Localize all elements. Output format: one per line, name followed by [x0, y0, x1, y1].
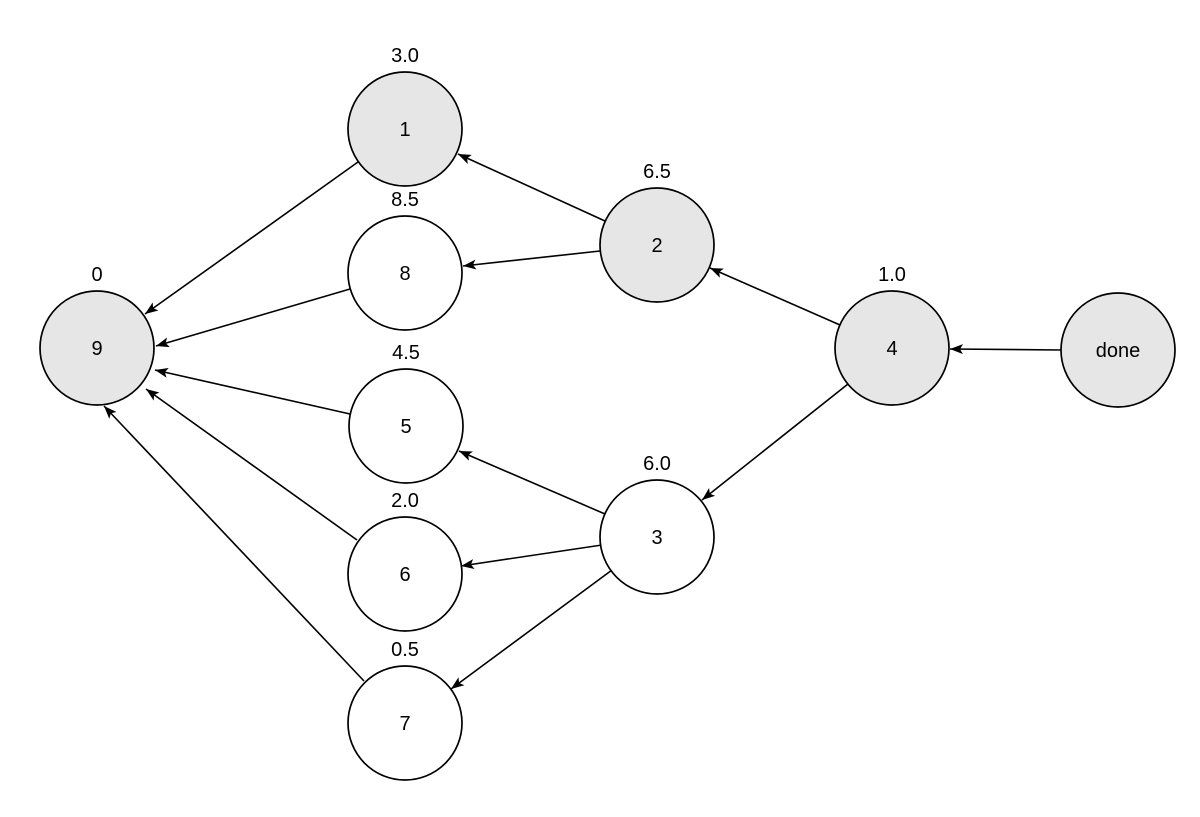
node-9: 90 [39, 264, 155, 406]
edge-4-to-3 [701, 383, 849, 501]
edge-2-to-8 [462, 250, 601, 270]
node-1-circle [347, 71, 463, 187]
node-2-value-label: 6.5 [643, 161, 671, 183]
edge-done-to-4 [949, 344, 1062, 355]
node-9-value-label: 0 [91, 264, 102, 286]
node-5-value-label: 4.5 [392, 342, 420, 364]
edge-7-to-9 [103, 405, 365, 682]
node-1-value-label: 3.0 [391, 45, 419, 67]
edge-3-to-6 [460, 544, 603, 570]
node-7-label: 7 [399, 713, 410, 735]
node-1-label: 1 [399, 119, 410, 141]
edge-4-to-2 [709, 267, 841, 326]
edge-1-to-9 [144, 161, 359, 315]
node-done: done [1060, 292, 1176, 408]
edge-3-to-5 [458, 450, 606, 515]
node-6-value-label: 2.0 [391, 490, 419, 512]
node-7: 70.5 [347, 639, 463, 781]
edge-6-to-9 [145, 388, 358, 541]
node-done-label: done [1096, 340, 1141, 362]
node-7-value-label: 0.5 [391, 639, 419, 661]
node-5: 54.5 [348, 342, 464, 484]
edge-5-to-9 [154, 367, 351, 415]
edge-3-to-7 [450, 569, 613, 690]
node-8-circle [347, 215, 463, 331]
node-6-label: 6 [399, 564, 410, 586]
node-5-label: 5 [400, 416, 411, 438]
node-done-circle [1060, 292, 1176, 408]
node-4-value-label: 1.0 [878, 264, 906, 286]
node-2-circle [599, 187, 715, 303]
node-1: 13.0 [347, 45, 463, 187]
edge-8-to-9 [155, 288, 351, 348]
node-6: 62.0 [347, 490, 463, 632]
node-2: 26.5 [599, 161, 715, 303]
edge-2-to-1 [457, 153, 606, 222]
node-3: 36.0 [599, 453, 715, 595]
node-9-circle [39, 290, 155, 406]
node-6-circle [347, 516, 463, 632]
node-8-label: 8 [399, 263, 410, 285]
node-2-label: 2 [651, 235, 662, 257]
node-4-circle [834, 290, 950, 406]
node-8-value-label: 8.5 [391, 189, 419, 211]
node-3-value-label: 6.0 [643, 453, 671, 475]
node-5-circle [348, 368, 464, 484]
node-4-label: 4 [886, 338, 897, 360]
node-8: 88.5 [347, 189, 463, 331]
node-3-label: 3 [651, 527, 662, 549]
node-3-circle [599, 479, 715, 595]
node-7-circle [347, 665, 463, 781]
node-4: 41.0 [834, 264, 950, 406]
node-9-label: 9 [91, 338, 102, 360]
